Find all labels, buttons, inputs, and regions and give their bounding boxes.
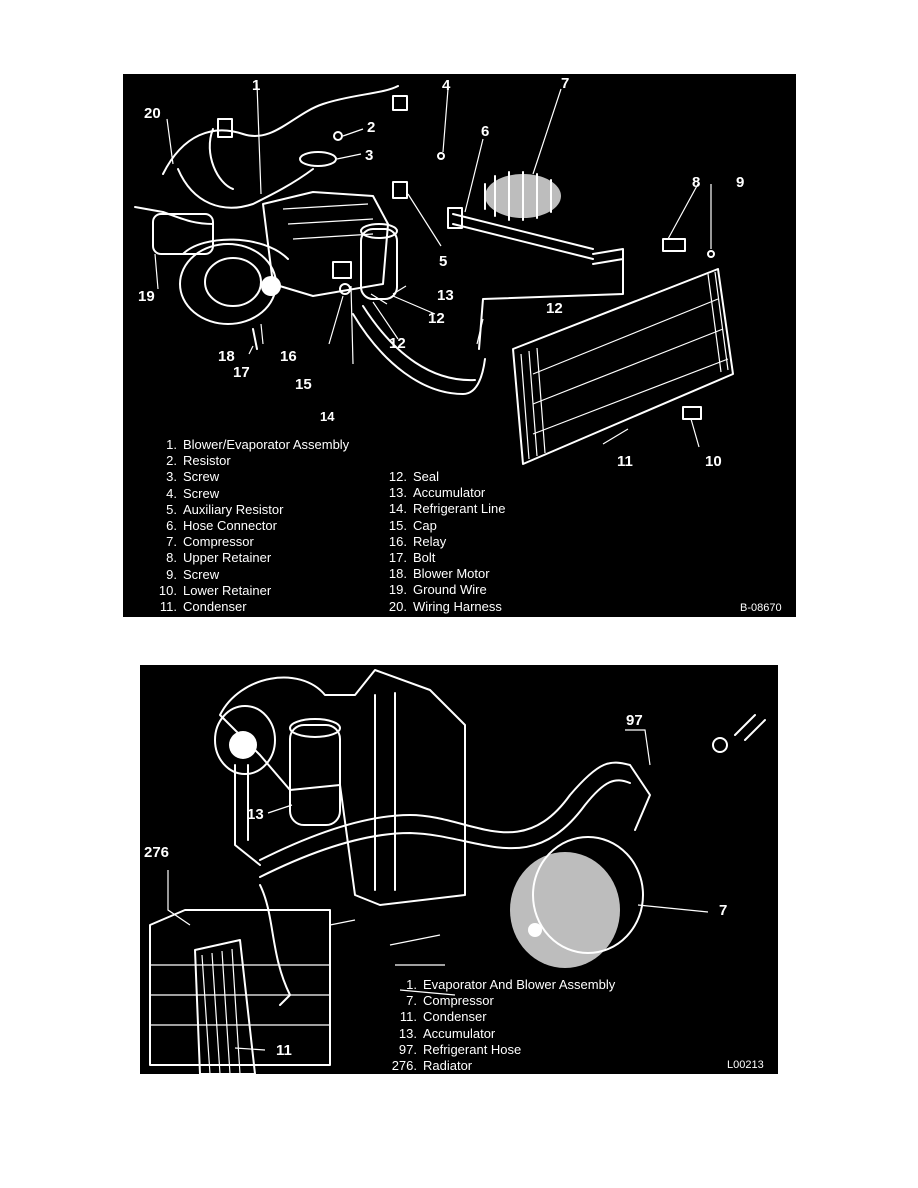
callout-15: 15 <box>295 376 312 393</box>
legend-item: 7.Compressor <box>166 534 254 550</box>
legend-right: 12.Seal 13.Accumulator 14.Refrigerant Li… <box>381 469 506 615</box>
legend-item: 15.Cap <box>388 517 437 533</box>
figure-1-exploded-view: 1 2 3 4 5 6 7 8 9 12 12 13 12 16 15 14 1… <box>123 74 796 617</box>
relay-drawing <box>332 261 352 279</box>
callout-8: 8 <box>692 174 701 191</box>
bolt-drawing <box>734 714 766 741</box>
blower-motor-drawing <box>204 257 262 307</box>
legend-item: 7.Compressor <box>406 993 494 1009</box>
legend-item: 13.Accumulator <box>398 1025 496 1041</box>
callout-276: 276 <box>144 844 170 861</box>
ground-wire-drawing <box>134 206 214 225</box>
screw-2 <box>333 131 343 141</box>
figure-2-installed-view: 97 13 276 7 11 1.Evaporator And Blower A… <box>140 665 778 1074</box>
callout-14: 14 <box>320 409 335 424</box>
legend-item: 17.Bolt <box>388 550 436 566</box>
legend-item: 1.Evaporator And Blower Assembly <box>406 977 616 992</box>
callout-97: 97 <box>626 712 643 729</box>
legend-item: 19.Ground Wire <box>388 582 487 598</box>
figure-1-reference-code: B-08670 <box>740 602 782 614</box>
screw-9 <box>707 250 715 258</box>
callout-6: 6 <box>481 123 490 140</box>
legend-item: 11.Condenser <box>399 1009 487 1025</box>
callout-12-upper: 12 <box>546 300 563 317</box>
harness-connector <box>217 118 233 138</box>
wiring-harness-branch <box>177 168 314 209</box>
condenser-drawing <box>512 268 734 465</box>
callout-5: 5 <box>439 253 448 270</box>
legend-item: 18.Blower Motor <box>388 566 490 582</box>
accumulator-drawing <box>360 228 398 300</box>
legend: 1.Evaporator And Blower Assembly 7.Compr… <box>383 977 616 1074</box>
bolt-drawing <box>252 328 258 350</box>
wiring-harness-branch-2 <box>208 128 234 190</box>
leader-lines <box>154 83 712 448</box>
callout-13: 13 <box>437 287 454 304</box>
legend-item: 20.Wiring Harness <box>388 598 502 614</box>
legend-item: 1.Blower/Evaporator Assembly <box>166 437 350 452</box>
legend-item: 16.Relay <box>388 533 447 549</box>
callout-10: 10 <box>705 453 722 470</box>
refrigerant-hose-drawing <box>259 761 651 861</box>
callout-20: 20 <box>144 105 161 122</box>
legend-item: 276.Radiator <box>391 1058 473 1074</box>
upper-retainer-drawing <box>662 238 686 252</box>
compressor-drawing <box>510 852 620 968</box>
legend-item: 97.Refrigerant Hose <box>398 1041 522 1057</box>
refrigerant-line-drawing <box>352 313 486 395</box>
callout-12-lower: 12 <box>389 335 406 352</box>
callout-11: 11 <box>617 453 633 470</box>
callout-2: 2 <box>367 119 376 136</box>
callout-4: 4 <box>442 77 451 94</box>
screw-4 <box>437 152 445 160</box>
washer-drawing <box>712 737 728 753</box>
accumulator-drawing <box>289 724 341 826</box>
wiring-harness-drawing <box>162 85 399 175</box>
legend-item: 8.Upper Retainer <box>166 550 272 566</box>
leader-lines <box>167 729 709 1051</box>
condenser-drawing <box>194 939 256 1074</box>
legend-item: 3.Screw <box>166 469 220 485</box>
evaporator-blower-housing-drawing <box>219 669 466 906</box>
radiator-drawing <box>149 909 331 1066</box>
figure-1-line-art <box>134 83 734 465</box>
legend-item: 10.Lower Retainer <box>158 582 272 598</box>
legend-left: 1.Blower/Evaporator Assembly 2.Resistor … <box>151 437 349 615</box>
callout-16: 16 <box>280 348 297 365</box>
resistor-drawing <box>299 151 337 167</box>
callout-3: 3 <box>365 147 374 164</box>
callout-1: 1 <box>252 77 261 94</box>
callout-13: 13 <box>247 806 264 823</box>
legend-item: 6.Hose Connector <box>166 518 277 534</box>
legend-item: 14.Refrigerant Line <box>388 501 506 517</box>
legend-item: 4.Screw <box>166 485 220 501</box>
legend-item: 12.Seal <box>388 469 440 484</box>
hose-connector-drawing <box>452 213 594 260</box>
callout-7: 7 <box>561 75 570 92</box>
figure-2-line-art <box>149 669 766 1074</box>
figure-2-reference-code: L00213 <box>727 1059 764 1071</box>
legend-item: 5.Auxiliary Resistor <box>166 501 284 517</box>
legend-item: 9.Screw <box>166 566 220 582</box>
callout-19: 19 <box>138 288 155 305</box>
auxiliary-resistor-drawing <box>392 181 408 199</box>
callout-7: 7 <box>719 902 728 919</box>
callout-9: 9 <box>736 174 745 191</box>
lower-retainer-drawing <box>682 406 702 420</box>
callout-17: 17 <box>233 364 250 381</box>
legend-item: 13.Accumulator <box>388 485 486 501</box>
legend-item: 11.Condenser <box>159 599 247 615</box>
callout-11: 11 <box>276 1042 292 1059</box>
callout-18: 18 <box>218 348 235 365</box>
legend-item: 2.Resistor <box>166 453 231 469</box>
harness-connector-2 <box>392 95 408 111</box>
callout-12-middle: 12 <box>428 310 445 327</box>
evaporator-case-drawing <box>262 191 389 297</box>
cap-drawing <box>339 283 351 295</box>
